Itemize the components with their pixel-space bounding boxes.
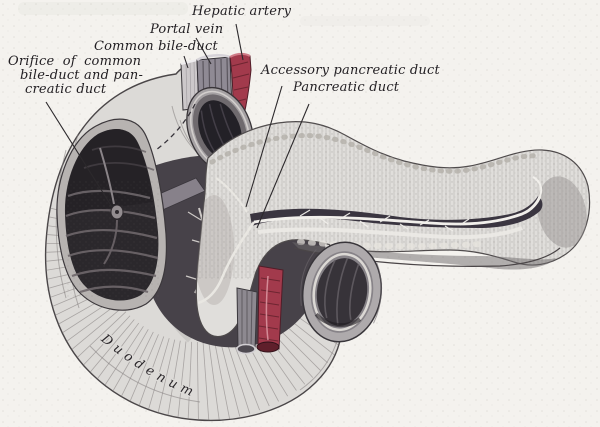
leader-lines [45, 23, 310, 229]
page-bleedthrough [300, 16, 430, 26]
label-accessory-pancreatic-duct: Accessory pancreatic duct [261, 63, 440, 78]
label-hepatic-artery: Hepatic artery [192, 4, 292, 19]
head-shading [196, 195, 234, 305]
mesenteric-vein-shape [236, 287, 258, 355]
leader-portal-vein [195, 37, 212, 65]
label-portal-vein: Portal vein [150, 22, 224, 37]
duct-branches [299, 209, 470, 232]
leader-orifice [45, 101, 113, 208]
label-common-bile-duct: Common bile-duct [94, 39, 218, 54]
groove-lower-lip [257, 226, 523, 240]
duct-groove [250, 196, 543, 228]
leader-hepatic-artery [235, 23, 244, 61]
label-orifice-line3: creatic duct [25, 82, 107, 97]
lower-border-shading [292, 242, 556, 270]
leader-accessory-duct [245, 85, 283, 208]
lobule-texture [209, 133, 543, 174]
leader-pancreatic-duct [256, 103, 310, 229]
circular-folds [65, 189, 159, 294]
lip-scallops [297, 239, 483, 250]
tail-shading [537, 176, 587, 248]
jejunum-cut-ring [300, 241, 383, 343]
bile-duct-course-dashed [155, 103, 196, 151]
accessory-duct-shape [215, 177, 248, 213]
page-bleedthrough [18, 2, 188, 15]
duct-tail-hook [532, 176, 543, 197]
label-orifice-line2: bile-duct and pan- [20, 68, 144, 83]
label-orifice-line1: Orifice of common [8, 54, 142, 69]
pancreatic-duct-shape [253, 195, 542, 226]
duodenum-window [56, 118, 168, 311]
label-pancreatic-duct: Pancreatic duct [293, 80, 400, 95]
leader-common-bile-duct [183, 55, 189, 69]
longitudinal-fold [99, 147, 115, 205]
duct-in-head [197, 221, 256, 305]
mesenteric-artery-shape [256, 265, 284, 353]
label-orifice: Orifice of common bile-duct and pan- cre… [8, 55, 143, 97]
